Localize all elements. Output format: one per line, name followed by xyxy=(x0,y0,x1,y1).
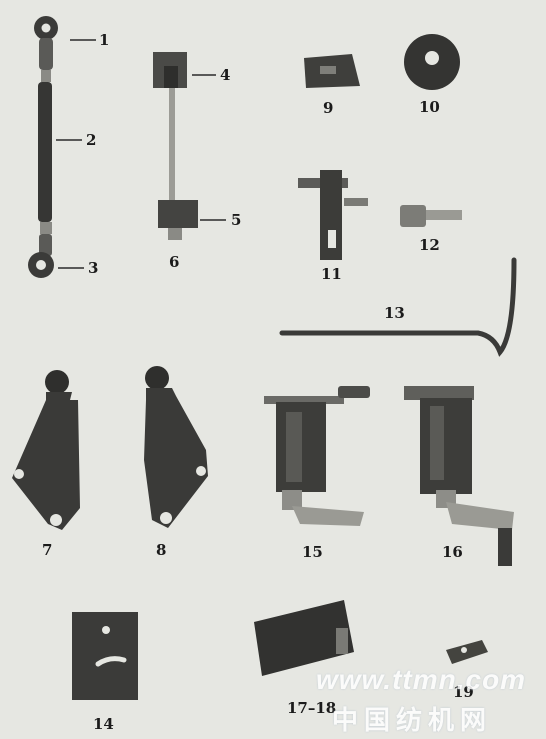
label-part-12: 12 xyxy=(419,236,440,254)
part-15-bracket-assembly xyxy=(264,386,370,526)
label-part-9: 9 xyxy=(323,99,334,117)
label-part-2: 2 xyxy=(86,131,97,149)
part-13-bent-rod xyxy=(279,257,517,357)
label-part-19: 19 xyxy=(453,683,474,701)
part-17-18-block xyxy=(254,600,354,676)
part-7-plate xyxy=(12,370,80,530)
label-part-13: 13 xyxy=(384,304,405,322)
label-part-11: 11 xyxy=(321,265,342,283)
part-4-6-rod-assembly xyxy=(153,52,226,240)
part-14-slotted-plate xyxy=(72,612,138,700)
label-part-15: 15 xyxy=(302,543,323,561)
label-part-5: 5 xyxy=(231,211,242,229)
label-part-1: 1 xyxy=(99,31,110,49)
part-1-3-tie-rod xyxy=(28,16,96,278)
label-part-6: 6 xyxy=(169,253,180,271)
part-19-small-clip xyxy=(446,640,488,664)
label-part-3: 3 xyxy=(88,259,99,277)
watermark-cn: 中国纺机网 xyxy=(332,706,493,736)
label-part-17-18: 17–18 xyxy=(287,699,337,717)
part-10-washer xyxy=(404,34,460,90)
label-part-14: 14 xyxy=(93,715,114,733)
label-part-4: 4 xyxy=(220,66,231,84)
label-part-8: 8 xyxy=(156,541,167,559)
part-12-bolt xyxy=(400,205,462,227)
part-16-bracket-assembly xyxy=(404,386,514,566)
part-9-clip-block xyxy=(304,54,360,88)
part-11-bolt-bracket xyxy=(298,170,368,260)
watermark-url: www.ttmn.com xyxy=(316,664,527,695)
label-part-10: 10 xyxy=(419,98,440,116)
part-8-plate xyxy=(144,366,208,528)
label-part-16: 16 xyxy=(442,543,463,561)
label-part-7: 7 xyxy=(42,541,53,559)
